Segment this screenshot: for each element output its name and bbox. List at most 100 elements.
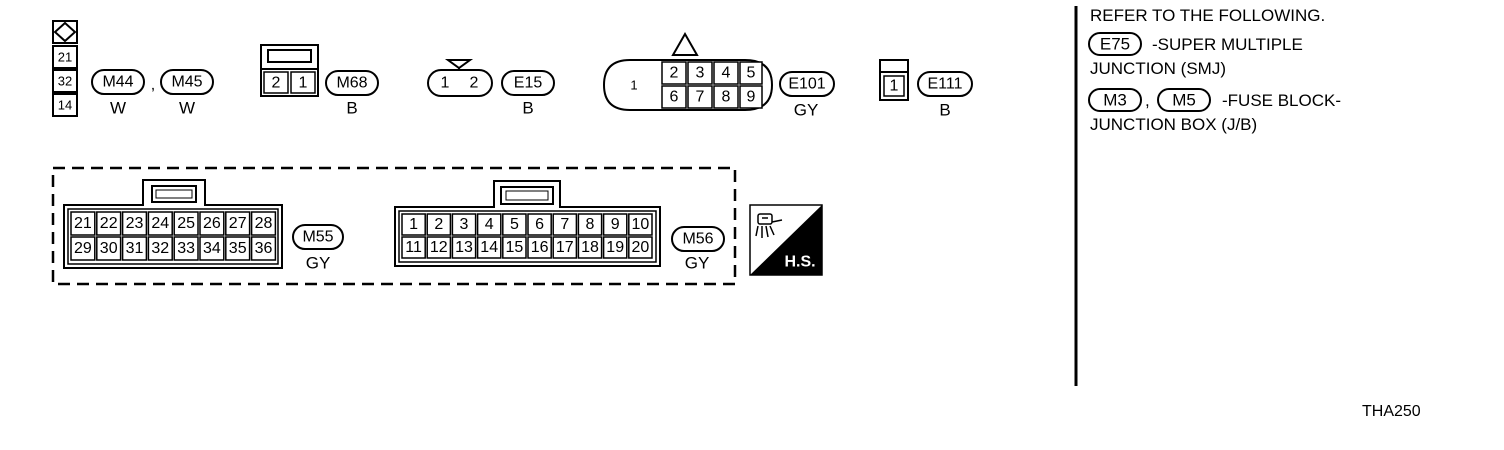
pin-cavity: [502, 236, 527, 259]
pin-label: 18: [581, 239, 599, 256]
pin-cavity: [602, 236, 628, 259]
pin-cavity: [225, 211, 251, 236]
pin-label: 3: [460, 216, 469, 233]
connector-separator: ,: [151, 77, 155, 94]
connector-id: M44: [102, 74, 133, 91]
pin-label: 16: [531, 239, 549, 256]
pin-label: 25: [177, 215, 195, 232]
connector-id-badge: [501, 70, 555, 96]
pin-cavity: [173, 211, 199, 236]
pin-cavity: [401, 213, 426, 236]
connector-id: M68: [336, 75, 367, 92]
connector-id: M45: [171, 74, 202, 91]
pin-cavity: [225, 236, 251, 261]
pin-label: 17: [556, 239, 574, 256]
pin-cavity: [426, 213, 452, 236]
pin-label: 8: [586, 216, 595, 233]
pin-label: 21: [58, 50, 72, 65]
hs-terminal-badge: H.S.: [749, 204, 823, 276]
pin-label: 34: [203, 240, 221, 257]
wire-color: GY: [794, 101, 819, 120]
connector-id: E15: [514, 75, 543, 92]
pin-cavity: [527, 213, 552, 236]
pin-cavity: [628, 236, 653, 259]
pin-label: 14: [480, 239, 498, 256]
connector-id: M55: [302, 229, 333, 246]
pin-cavity: [401, 236, 426, 259]
pin-cavity: [476, 213, 502, 236]
hs-label: H.S.: [784, 254, 815, 271]
pin-cavity: [577, 213, 603, 236]
connector-e111: 1 E111 B: [879, 59, 973, 120]
pin-label: 14: [58, 98, 72, 113]
pin-label: 31: [126, 240, 144, 257]
pin-cavity: [602, 213, 628, 236]
pin-label: 6: [670, 89, 679, 106]
connector-id-badge: [917, 71, 973, 97]
pin-label: 29: [74, 240, 92, 257]
pin-label: 10: [632, 216, 650, 233]
pin-label: 2: [434, 216, 443, 233]
reference-description: -SUPER MULTIPLE: [1152, 35, 1303, 54]
connector-id-badge: [325, 70, 379, 96]
pin-cavity: [527, 236, 552, 259]
pin-cavity: [199, 211, 225, 236]
reference-code-badge: [1088, 32, 1142, 56]
wire-color: W: [110, 99, 126, 118]
reference-description: JUNCTION (SMJ): [1090, 59, 1226, 78]
pin-label: 33: [177, 240, 195, 257]
connector-id-badge: [160, 69, 214, 95]
pin-cavity: [96, 236, 122, 261]
connector-id-badge: [671, 226, 725, 252]
pin-label: 32: [151, 240, 169, 257]
pin-cavity: [628, 213, 653, 236]
pin-cavity: [502, 213, 527, 236]
pin-label: 22: [100, 215, 118, 232]
pin-label: 30: [100, 240, 118, 257]
pin-label: 1: [890, 78, 899, 95]
figure-code: THA250: [1362, 403, 1421, 420]
pin-label: 15: [506, 239, 524, 256]
pin-cavity: [476, 236, 502, 259]
pin-label: 19: [606, 239, 624, 256]
connector-id: E101: [788, 76, 825, 93]
pin-cavity: [552, 236, 578, 259]
pin-cavity: [70, 211, 96, 236]
pin-label: 2: [670, 65, 679, 82]
pin-label: 20: [632, 239, 650, 256]
reference-separator: ,: [1145, 91, 1150, 110]
pin-cavity: [96, 211, 122, 236]
triangle-key-icon: [444, 59, 474, 70]
wire-color: GY: [685, 254, 710, 273]
hand-probe-icon: [755, 213, 783, 238]
pin-label: 9: [611, 216, 620, 233]
pin-cavity: [250, 236, 277, 261]
reference-description: -FUSE BLOCK-: [1222, 91, 1341, 110]
triangle-key-icon: [671, 31, 699, 56]
pin-cavity: [199, 236, 225, 261]
reference-code: M5: [1172, 91, 1196, 110]
pin-label: 1: [441, 75, 450, 92]
pin-label: 2: [272, 75, 281, 92]
connector-e101: 1 2 3 4 5 6 7 8 9 E101 GY: [602, 31, 835, 120]
pin-label: 4: [722, 65, 731, 82]
pin-label: 36: [255, 240, 273, 257]
pin-cavity: [552, 213, 578, 236]
pin-label: 12: [430, 239, 448, 256]
pin-cavity: [70, 236, 96, 261]
wire-color: B: [939, 101, 950, 120]
pin-label: 35: [229, 240, 247, 257]
connector-m44-m45: 21 32 14 M44 , M45 W W: [52, 20, 214, 118]
wire-color: B: [346, 99, 357, 118]
reference-code: E75: [1100, 35, 1130, 54]
pin-cavity: [173, 236, 199, 261]
pin-cavity: [451, 213, 477, 236]
reference-code-badge: [1088, 88, 1142, 112]
pin-label: 24: [151, 215, 169, 232]
connector-id: E111: [928, 76, 963, 93]
pin-label: 3: [696, 65, 705, 82]
pin-label: 1: [409, 216, 418, 233]
connector-m44-header: [52, 20, 78, 44]
